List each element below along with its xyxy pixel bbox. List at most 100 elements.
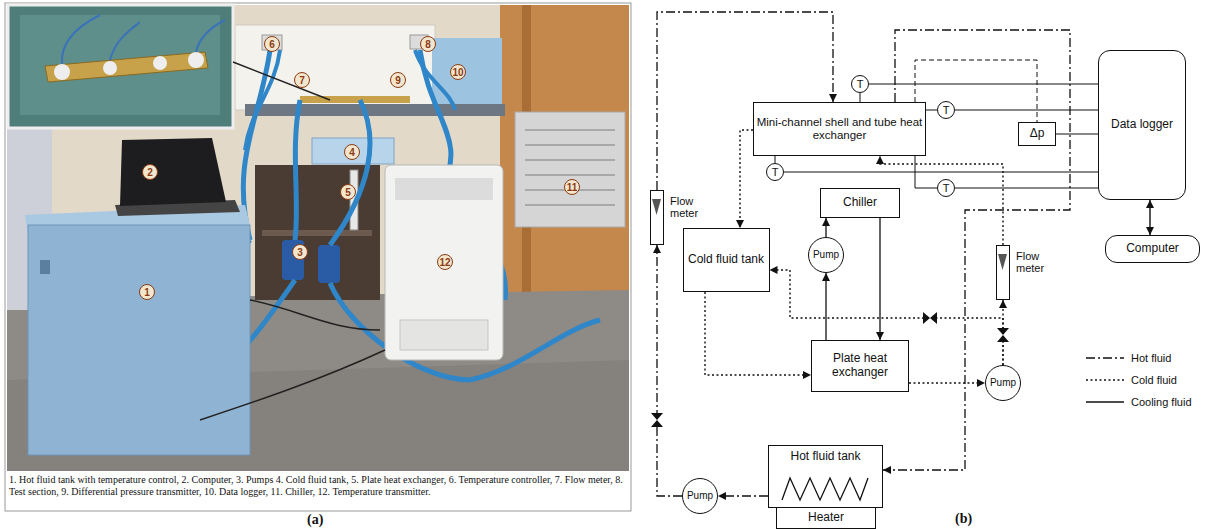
drawn-shape (245, 104, 505, 116)
signal-line (860, 93, 861, 102)
node-text: Computer (1126, 242, 1179, 256)
temperature-sensor: T (937, 179, 955, 197)
signal-line (775, 156, 776, 163)
node-text: Heater (808, 511, 844, 525)
signal-line (915, 60, 1037, 122)
node-text: Pump (990, 377, 1016, 389)
drawn-shape (318, 245, 340, 283)
inset-photo (8, 5, 330, 128)
heater-box: Heater (776, 507, 876, 529)
flow-meter: Flow meter (650, 190, 664, 245)
temperature-sensor: T (937, 101, 955, 119)
drawn-shape (312, 138, 394, 164)
drawn-shape (200, 300, 385, 420)
computer-box: Computer (1105, 235, 1200, 263)
flow-meter-float (652, 199, 661, 215)
drawn-shape (103, 61, 117, 75)
legend-sample (1085, 375, 1125, 385)
node-text: Plate heat exchanger (812, 352, 908, 380)
callout-number: 1 (139, 284, 155, 300)
callout-number: 8 (420, 36, 436, 52)
lab-photo (0, 0, 640, 529)
signal-line (955, 188, 1098, 189)
photo-frame (5, 3, 631, 511)
legend-line (1086, 401, 1124, 402)
drawn-shape (395, 178, 493, 200)
drawn-shape (233, 62, 330, 100)
node-text: T (772, 166, 779, 179)
flow-meter-symbol (997, 246, 1008, 298)
drawn-shape (245, 50, 455, 150)
legend-text: Cooling fluid (1131, 396, 1192, 408)
pipe-line (825, 273, 826, 340)
node-text: Data logger (1111, 118, 1173, 132)
flow-meter-label: Flow meter (670, 195, 716, 219)
drawn-shape (45, 52, 208, 82)
drawn-shape (525, 130, 615, 205)
panel-label: (b) (955, 511, 972, 527)
node-text: Δp (1030, 127, 1045, 141)
drawn-shape (20, 15, 220, 115)
drawn-shape (62, 15, 225, 64)
drawn-shape (8, 5, 233, 128)
flow-meter-float (998, 254, 1007, 270)
flow-meter: Flow meter (996, 245, 1010, 300)
pipe-line (879, 218, 880, 340)
temperature-sensor: T (766, 163, 784, 181)
node-text: Pump (813, 249, 839, 261)
pipe-line (883, 30, 1070, 470)
callout-number: 2 (142, 164, 158, 180)
temperature-sensor: T (851, 75, 869, 93)
node-text: Pump (687, 490, 713, 502)
photo-scene (7, 5, 629, 471)
callout-number: 3 (292, 244, 308, 260)
signal-line (869, 84, 1098, 85)
callout-number: 4 (344, 144, 360, 160)
pipe-line (657, 245, 682, 496)
callout-number: 7 (294, 72, 310, 88)
pump-circle: Pump (808, 237, 844, 273)
panel-label: (a) (307, 512, 323, 528)
valve-symbol (997, 328, 1009, 342)
node-text: T (943, 182, 950, 195)
drawn-shape (188, 52, 204, 68)
drawn-shape (54, 64, 70, 80)
signal-line (955, 110, 1098, 111)
node-text: Chiller (843, 196, 877, 210)
node-text: T (943, 104, 950, 117)
callout-number: 9 (390, 72, 406, 88)
drawn-shape (153, 56, 167, 70)
chiller-box: Chiller (820, 188, 900, 218)
signal-line (926, 110, 937, 111)
tank-box: Cold fluid tank (683, 228, 770, 292)
callout-number: 5 (340, 184, 356, 200)
drawn-shape (515, 112, 625, 227)
legend-item: Cold fluid (1085, 374, 1177, 386)
pipe-line (705, 292, 811, 375)
node-text: T (857, 78, 864, 91)
pipe-line (740, 130, 753, 228)
heat-exchanger-box: Mini-channel shell and tube heat exchang… (753, 102, 926, 156)
drawn-shape (432, 38, 502, 108)
signal-line (1056, 134, 1098, 135)
heating-coil (782, 478, 868, 500)
plate-exchanger-box: Plate heat exchanger (811, 340, 909, 392)
pipe-line (1149, 200, 1150, 235)
legend-sample (1085, 397, 1125, 407)
drawn-shape (7, 5, 629, 471)
drawn-shape (300, 96, 410, 103)
callout-number: 10 (450, 64, 466, 80)
legend-sample (1085, 353, 1125, 363)
callout-number: 12 (437, 254, 453, 270)
photo-caption: 1. Hot fluid tank with temperature contr… (9, 474, 627, 497)
legend-item: Hot fluid (1085, 352, 1171, 364)
pressure-box: Δp (1018, 122, 1056, 146)
node-text: Cold fluid tank (688, 253, 764, 267)
pipe-line (657, 12, 833, 190)
legend-item: Cooling fluid (1085, 396, 1192, 408)
drawn-shape (400, 320, 488, 350)
callout-number: 11 (564, 179, 580, 195)
flow-meter-label: Flow meter (1016, 250, 1062, 274)
drawn-shape (40, 260, 50, 274)
